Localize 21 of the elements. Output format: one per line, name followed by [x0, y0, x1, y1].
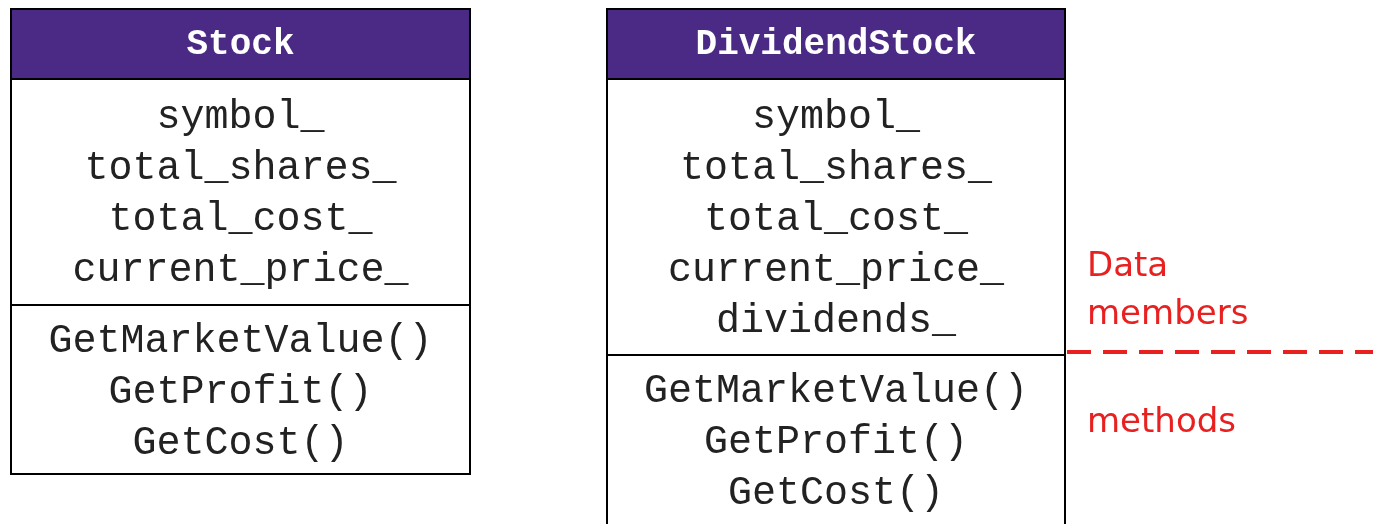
method-name: GetCost() — [132, 420, 349, 468]
class-box — [606, 8, 1066, 524]
class-box — [10, 8, 471, 475]
attribute-name: current_price_ — [667, 247, 1005, 295]
method-name: GetCost() — [727, 470, 944, 518]
annotation-text: Data members — [1087, 243, 1250, 334]
attribute-name: total_cost_ — [108, 196, 373, 244]
method-name: GetMarketValue() — [643, 368, 1029, 416]
attribute-name: symbol_ — [752, 94, 920, 142]
class-name-header: DividendStock — [608, 10, 1064, 80]
attribute-name: dividends_ — [715, 298, 956, 346]
attribute-name: current_price_ — [72, 247, 409, 295]
method-name: GetProfit() — [108, 369, 373, 417]
attribute-name: symbol_ — [156, 94, 325, 142]
attribute-name: total_shares_ — [84, 145, 397, 193]
method-name: GetProfit() — [703, 419, 968, 467]
method-name: GetMarketValue() — [48, 318, 433, 366]
attribute-name: total_cost_ — [703, 196, 968, 244]
annotation-text: methods — [1087, 399, 1237, 442]
attribute-name: total_shares_ — [679, 145, 993, 193]
class-name-header: Stock — [12, 10, 469, 80]
